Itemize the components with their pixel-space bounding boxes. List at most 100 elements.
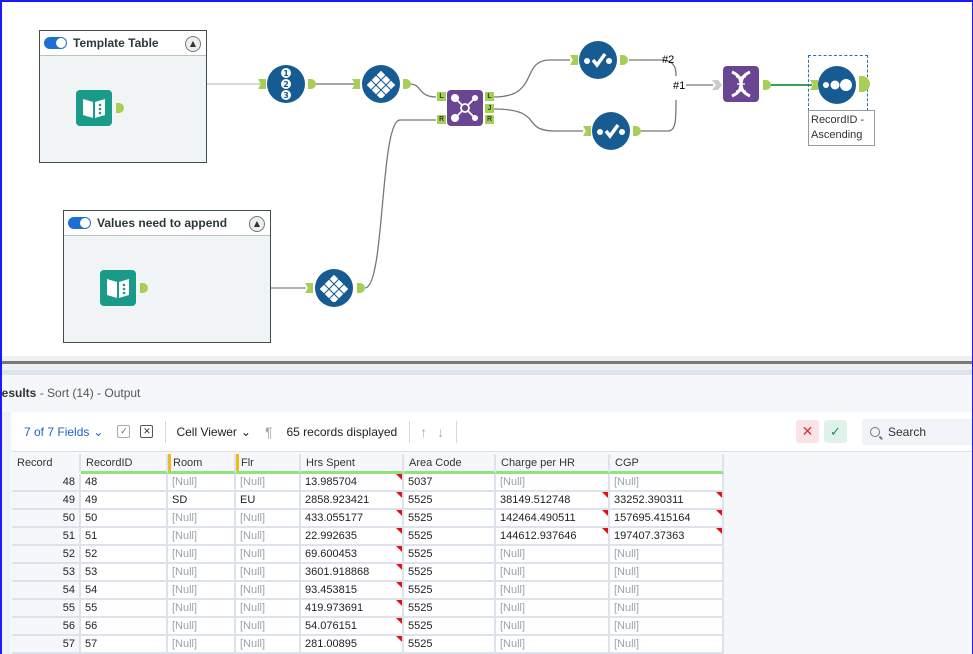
- output-anchor[interactable]: [859, 76, 870, 92]
- table-cell[interactable]: 281.00895: [301, 636, 404, 654]
- table-cell[interactable]: [Null]: [610, 582, 724, 600]
- table-cell[interactable]: 5525: [404, 528, 496, 546]
- table-cell[interactable]: 144612.937646: [496, 528, 610, 546]
- input-anchor[interactable]: [352, 79, 360, 89]
- table-cell[interactable]: 2858.923421: [301, 492, 404, 510]
- table-cell[interactable]: [Null]: [236, 474, 301, 492]
- select-tool-2[interactable]: [592, 112, 630, 150]
- join-output-right-anchor[interactable]: R: [485, 115, 494, 124]
- table-cell[interactable]: 55: [81, 600, 168, 618]
- table-cell[interactable]: [Null]: [496, 546, 610, 564]
- table-cell[interactable]: [Null]: [610, 474, 724, 492]
- splitter-bar[interactable]: [2, 361, 973, 364]
- collapse-icon[interactable]: ▲: [249, 216, 265, 232]
- table-cell[interactable]: 55: [12, 600, 81, 618]
- table-cell[interactable]: 53: [81, 564, 168, 582]
- output-anchor[interactable]: [308, 79, 316, 89]
- join-output-join-anchor[interactable]: J: [485, 104, 494, 113]
- output-anchor[interactable]: [140, 283, 148, 293]
- text-input-tool-1[interactable]: [76, 90, 112, 126]
- table-cell[interactable]: 5525: [404, 546, 496, 564]
- table-cell[interactable]: 53: [12, 564, 81, 582]
- table-cell[interactable]: 54: [12, 582, 81, 600]
- join-output-left-anchor[interactable]: L: [485, 92, 494, 101]
- output-anchor[interactable]: [403, 79, 411, 89]
- column-header-recordid[interactable]: RecordID: [81, 454, 168, 474]
- table-cell[interactable]: [Null]: [168, 600, 236, 618]
- table-cell[interactable]: 5525: [404, 636, 496, 654]
- column-header-room[interactable]: Room: [168, 454, 236, 474]
- table-cell[interactable]: 51: [12, 528, 81, 546]
- container-enable-toggle[interactable]: [44, 37, 67, 49]
- column-header-flr[interactable]: Flr: [236, 454, 301, 474]
- table-cell[interactable]: [Null]: [496, 600, 610, 618]
- table-cell[interactable]: [Null]: [496, 618, 610, 636]
- table-cell[interactable]: [Null]: [168, 546, 236, 564]
- collapse-icon[interactable]: ▲: [185, 36, 201, 52]
- table-cell[interactable]: [Null]: [496, 582, 610, 600]
- container-values-need-to-append[interactable]: Values need to append ▲: [63, 210, 271, 343]
- multi-input-anchor[interactable]: [712, 80, 722, 90]
- panel-splitter[interactable]: [0, 356, 973, 370]
- input-anchor[interactable]: [810, 80, 818, 90]
- table-cell[interactable]: [Null]: [496, 564, 610, 582]
- container-template-table[interactable]: Template Table ▲: [39, 30, 207, 163]
- union-tool[interactable]: [723, 66, 759, 102]
- output-anchor[interactable]: [620, 55, 628, 65]
- table-cell[interactable]: [Null]: [496, 474, 610, 492]
- column-header-area-code[interactable]: Area Code: [404, 454, 496, 474]
- transpose-tool-2[interactable]: [315, 269, 353, 307]
- table-cell[interactable]: [Null]: [168, 474, 236, 492]
- table-cell[interactable]: [Null]: [610, 600, 724, 618]
- fields-dropdown[interactable]: 7 of 7 Fields⌄: [24, 425, 103, 439]
- input-anchor[interactable]: [258, 79, 266, 89]
- join-tool[interactable]: [447, 90, 483, 126]
- table-cell[interactable]: 54: [81, 582, 168, 600]
- table-cell[interactable]: 5037: [404, 474, 496, 492]
- container-enable-toggle[interactable]: [68, 217, 91, 229]
- table-cell[interactable]: [Null]: [610, 636, 724, 654]
- uncheck-all-icon[interactable]: ✕: [140, 425, 154, 438]
- table-cell[interactable]: 5525: [404, 618, 496, 636]
- arrow-down-icon[interactable]: ↓: [437, 423, 445, 440]
- select-tool-1[interactable]: [579, 41, 617, 79]
- column-header-cgp[interactable]: CGP: [610, 454, 724, 474]
- table-cell[interactable]: [Null]: [236, 636, 301, 654]
- column-header-record[interactable]: Record: [12, 454, 81, 474]
- table-cell[interactable]: [Null]: [168, 618, 236, 636]
- table-cell[interactable]: 49: [12, 492, 81, 510]
- table-cell[interactable]: 433.055177: [301, 510, 404, 528]
- container-header[interactable]: Values need to append ▲: [64, 211, 270, 236]
- table-cell[interactable]: 5525: [404, 600, 496, 618]
- text-input-tool-2[interactable]: [100, 270, 136, 306]
- table-cell[interactable]: [Null]: [236, 510, 301, 528]
- table-cell[interactable]: 33252.390311: [610, 492, 724, 510]
- table-cell[interactable]: [Null]: [168, 510, 236, 528]
- table-cell[interactable]: [Null]: [236, 528, 301, 546]
- table-cell[interactable]: [Null]: [610, 618, 724, 636]
- table-cell[interactable]: 419.973691: [301, 600, 404, 618]
- table-cell[interactable]: [Null]: [168, 636, 236, 654]
- table-cell[interactable]: 56: [12, 618, 81, 636]
- table-cell[interactable]: 49: [81, 492, 168, 510]
- table-cell[interactable]: 52: [12, 546, 81, 564]
- table-cell[interactable]: [Null]: [610, 546, 724, 564]
- table-cell[interactable]: [Null]: [236, 618, 301, 636]
- column-header-hrs-spent[interactable]: Hrs Spent: [301, 454, 404, 474]
- table-cell[interactable]: [Null]: [496, 636, 610, 654]
- table-cell[interactable]: 48: [81, 474, 168, 492]
- table-cell[interactable]: [Null]: [236, 582, 301, 600]
- arrow-up-icon[interactable]: ↑: [420, 423, 428, 440]
- output-anchor[interactable]: [116, 103, 124, 113]
- table-cell[interactable]: [Null]: [236, 546, 301, 564]
- output-anchor[interactable]: [633, 126, 641, 136]
- table-cell[interactable]: 3601.918868: [301, 564, 404, 582]
- table-cell[interactable]: 69.600453: [301, 546, 404, 564]
